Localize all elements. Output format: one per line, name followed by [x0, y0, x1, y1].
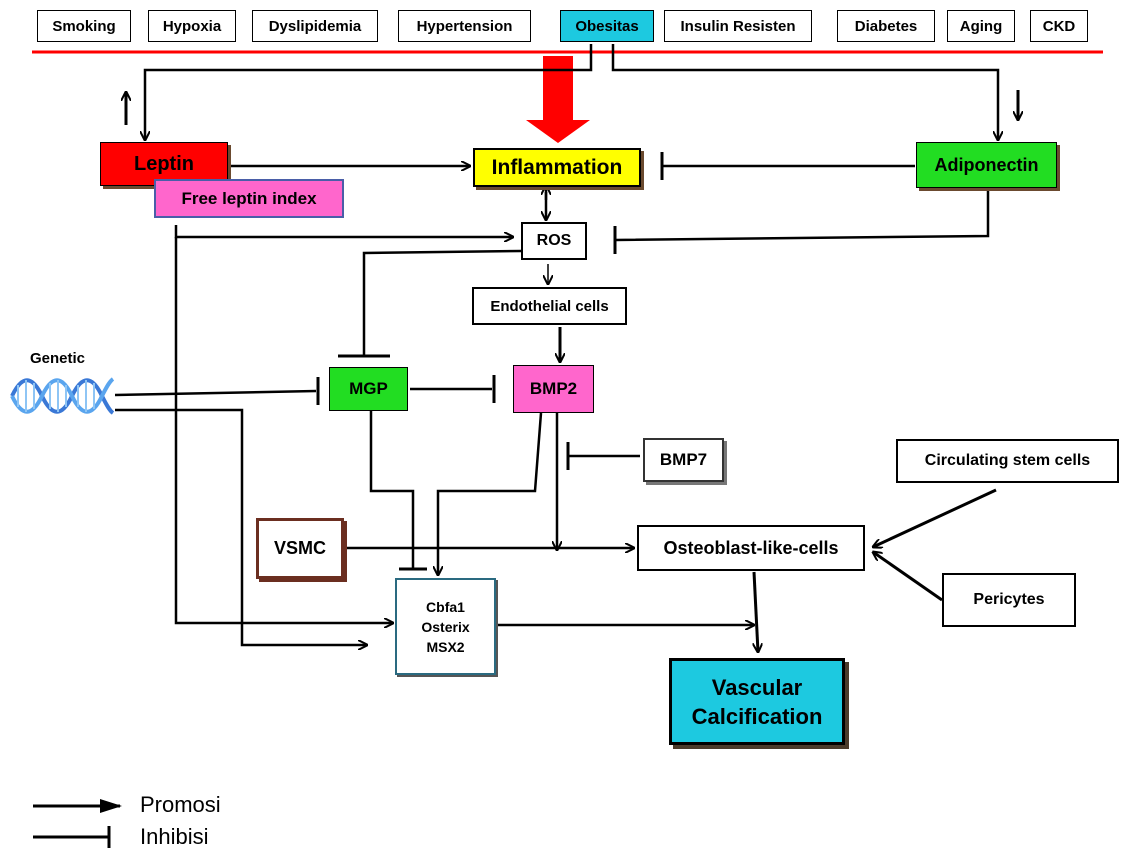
risk-insulin-resisten: Insulin Resisten [664, 10, 812, 42]
node-endothelial-cells: Endothelial cells [472, 287, 627, 325]
edge-circulating-osteoblast [873, 488, 997, 547]
edge-obesitas-leptin [145, 44, 593, 140]
label-cbfa1: Cbfa1 [426, 598, 465, 615]
obesity-inflammation-arrow [526, 56, 590, 143]
edge-leptin-ros [174, 225, 513, 237]
node-vsmc: VSMC [256, 518, 344, 579]
node-transcription-factors: Cbfa1 Osterix MSX2 [395, 578, 496, 675]
label-vascular: Vascular [711, 674, 803, 700]
node-pericytes: Pericytes [942, 573, 1076, 627]
node-free-leptin-index: Free leptin index [154, 179, 344, 218]
dna-icon [10, 377, 114, 415]
label-osterix: Osterix [421, 618, 470, 635]
risk-aging: Aging [947, 10, 1015, 42]
edge-obesitas-adiponectin [611, 44, 998, 140]
label-calcification: Calcification [691, 703, 823, 729]
risk-diabetes: Diabetes [837, 10, 935, 42]
label-genetic: Genetic [30, 350, 86, 367]
risk-smoking: Smoking [37, 10, 131, 42]
edge-ros-mgp [362, 249, 522, 355]
edge-leptin-cbfa1 [174, 237, 393, 623]
node-vascular-calcification: Vascular Calcification [669, 658, 845, 745]
node-ros: ROS [521, 222, 587, 260]
node-inflammation: Inflammation [473, 148, 641, 187]
risk-ckd: CKD [1030, 10, 1088, 42]
risk-hypertension: Hypertension [398, 10, 531, 42]
node-osteoblast-like-cells: Osteoblast-like-cells [637, 525, 865, 571]
node-bmp2: BMP2 [513, 365, 594, 413]
node-mgp: MGP [329, 367, 408, 411]
risk-dyslipidemia: Dyslipidemia [252, 10, 378, 42]
edge-osteoblast-vascular [752, 571, 758, 652]
node-circulating-stem-cells: Circulating stem cells [896, 439, 1119, 483]
edge-bmp2-cbfa1 [438, 412, 543, 575]
label-msx2: MSX2 [426, 638, 465, 655]
edge-genetic-mgp [114, 389, 317, 397]
legend-inhibit-label: Inhibisi [140, 824, 209, 849]
edge-genetic-cbfa1 [115, 408, 367, 645]
edge-pericytes-osteoblast [873, 552, 943, 602]
edge-mgp-cbfa1 [369, 411, 415, 568]
node-leptin: Leptin [100, 142, 228, 186]
node-adiponectin: Adiponectin [916, 142, 1057, 188]
edge-adiponectin-ros [614, 190, 990, 242]
legend-promote-label: Promosi [140, 792, 221, 817]
node-bmp7: BMP7 [643, 438, 724, 482]
risk-hypoxia: Hypoxia [148, 10, 236, 42]
risk-obesitas: Obesitas [560, 10, 654, 42]
